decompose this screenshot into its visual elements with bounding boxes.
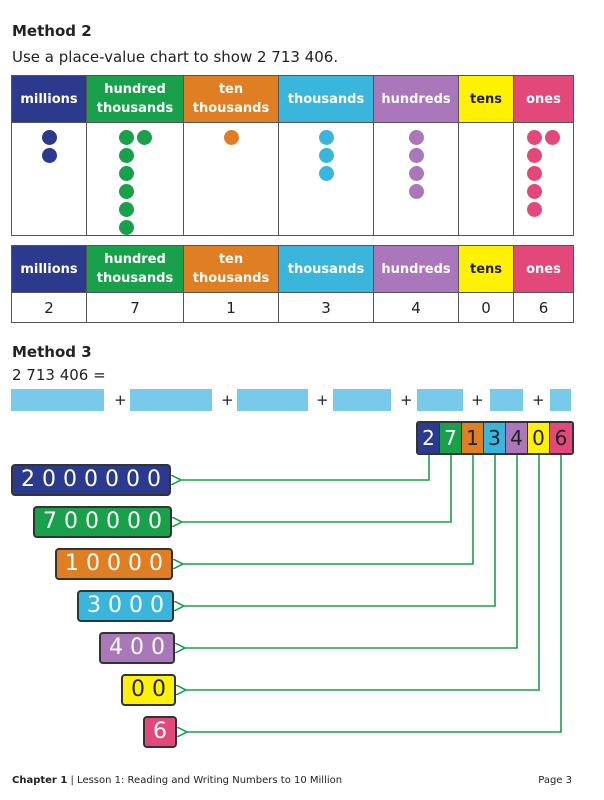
footer-lesson: Chapter 1 | Lesson 1: Reading and Writin…: [12, 775, 342, 786]
digit-ten-thousands: 1: [183, 292, 279, 323]
plus-sign: +: [400, 391, 413, 409]
digit-millions: 2: [11, 292, 87, 323]
digit-hundred-thousands: 7: [86, 292, 184, 323]
answer-blank-5[interactable]: [417, 389, 463, 411]
connector-arrow-t: [184, 455, 540, 690]
header-ones: ones: [513, 75, 574, 123]
expanded-value-hundred-thousands: 700000: [33, 506, 172, 538]
counter-dot-o: [527, 166, 542, 181]
digit-tile-hundred-thousands: 7: [440, 423, 462, 453]
counter-dot-o: [527, 202, 542, 217]
header-hundred-thousands: hundred thousands: [86, 75, 184, 123]
connector-arrow-h: [183, 455, 518, 648]
counter-dot-o: [527, 148, 542, 163]
counter-dot-o: [527, 130, 542, 145]
expanded-value-thousands: 3000: [77, 590, 174, 622]
digit-tens: 0: [458, 292, 514, 323]
plus-sign: +: [316, 391, 329, 409]
connector-arrow-th: [182, 455, 496, 606]
connector-arrow-o: [185, 455, 562, 732]
digit-tile-ten-thousands: 1: [462, 423, 484, 453]
counter-dot-hth: [118, 130, 134, 145]
dots-cell-hundred-thousands: [86, 122, 184, 236]
method-2-heading: Method 2: [12, 22, 92, 40]
digit-tile-millions: 2: [418, 423, 440, 453]
counter-dot-o: [545, 130, 560, 145]
plus-sign: +: [221, 391, 234, 409]
digit-thousands: 3: [278, 292, 374, 323]
header-hundred-thousands: hundred thousands: [86, 245, 184, 293]
header-thousands: thousands: [278, 75, 374, 123]
expanded-value-ones: 6: [143, 716, 177, 748]
place-value-chart-dots: millions hundred thousands ten thousands…: [11, 75, 574, 236]
counter-dot-tth: [223, 130, 239, 145]
counter-dot-hth: [118, 202, 134, 217]
counter-dot-hth: [118, 184, 134, 199]
header-ten-thousands: ten thousands: [183, 75, 279, 123]
digit-tile-tens: 0: [528, 423, 550, 453]
plus-sign: +: [114, 391, 127, 409]
connector-arrow-millions: [179, 455, 430, 480]
header-hundreds: hundreds: [373, 75, 459, 123]
connector-arrow-tth: [181, 455, 474, 564]
header-millions: millions: [11, 75, 87, 123]
answer-blank-4[interactable]: [333, 389, 391, 411]
header-hundreds: hundreds: [373, 245, 459, 293]
answer-blank-1[interactable]: [11, 389, 104, 411]
dots-cell-ten-thousands: [183, 122, 279, 236]
counter-dot-h: [408, 166, 424, 181]
digit-hundreds: 4: [373, 292, 459, 323]
counter-dot-h: [408, 184, 424, 199]
digit-tile-ones: 6: [550, 423, 572, 453]
answer-blank-6[interactable]: [490, 389, 523, 411]
dots-cell-hundreds: [373, 122, 459, 236]
counter-dot-o: [527, 184, 542, 199]
header-thousands: thousands: [278, 245, 374, 293]
answer-blank-7[interactable]: [550, 389, 571, 411]
number-digit-strip: 2 7 1 3 4 0 6: [416, 421, 574, 455]
dot-row: [118, 130, 152, 145]
counter-dot-hth: [118, 220, 134, 235]
dots-cell-tens: [458, 122, 514, 236]
counter-dot-hth: [118, 166, 134, 181]
counter-dot-hth: [136, 130, 152, 145]
answer-blank-2[interactable]: [130, 389, 212, 411]
method-2-instruction: Use a place-value chart to show 2 713 40…: [12, 48, 339, 66]
expanded-value-hundreds: 400: [99, 632, 175, 664]
counter-dot-millions: [41, 130, 57, 145]
dots-cell-thousands: [278, 122, 374, 236]
expanded-value-millions: 2000000: [11, 464, 171, 496]
dots-cell-ones: [513, 122, 574, 236]
expanded-value-tens: 00: [121, 674, 176, 706]
header-tens: tens: [458, 75, 514, 123]
counter-dot-millions: [41, 148, 57, 163]
method-3-heading: Method 3: [12, 343, 92, 361]
digit-tile-thousands: 3: [484, 423, 506, 453]
method-3-equation: 2 713 406 =: [12, 366, 106, 384]
counter-dot-hth: [118, 148, 134, 163]
counter-dot-th: [318, 130, 334, 145]
expanded-value-ten-thousands: 10000: [55, 548, 173, 580]
digit-tile-hundreds: 4: [506, 423, 528, 453]
footer-chapter: Chapter 1: [12, 775, 68, 786]
footer-page-number: Page 3: [538, 775, 572, 786]
dot-row: [527, 130, 560, 145]
digit-ones: 6: [513, 292, 574, 323]
connector-arrow-hth: [180, 455, 452, 522]
counter-dot-th: [318, 166, 334, 181]
counter-dot-h: [408, 148, 424, 163]
place-value-chart-digits: millions hundred thousands ten thousands…: [11, 245, 574, 323]
counter-dot-th: [318, 148, 334, 163]
counter-dot-h: [408, 130, 424, 145]
plus-sign: +: [532, 391, 545, 409]
arrow-group: [179, 455, 562, 732]
footer-divider: |: [67, 775, 78, 786]
header-tens: tens: [458, 245, 514, 293]
answer-blank-3[interactable]: [237, 389, 308, 411]
plus-sign: +: [471, 391, 484, 409]
footer-lesson-title: Lesson 1: Reading and Writing Numbers to…: [77, 775, 343, 786]
